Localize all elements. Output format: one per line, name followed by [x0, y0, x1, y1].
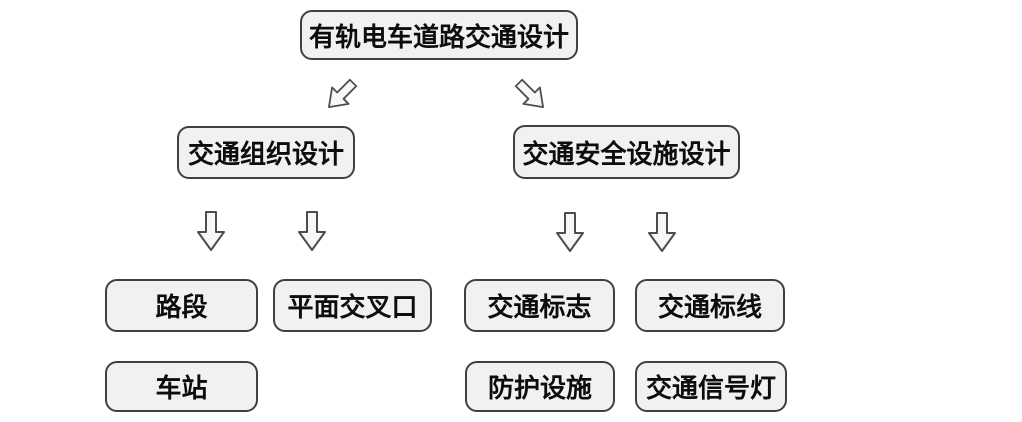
node-road-section: 路段 — [105, 279, 258, 332]
node-road-section-label: 路段 — [155, 292, 208, 322]
node-traffic-signs: 交通标志 — [464, 279, 615, 332]
node-traffic-organization-design: 交通组织设计 — [177, 126, 355, 179]
node-tram-road-traffic-design-label: 有轨电车道路交通设计 — [308, 21, 569, 52]
node-traffic-safety-facility-design-label: 交通安全设施设计 — [522, 138, 731, 169]
node-traffic-signal-lights: 交通信号灯 — [635, 361, 787, 412]
arrow-down-right-icon — [510, 74, 552, 116]
arrow-down-icon — [298, 211, 326, 251]
node-traffic-markings-label: 交通标线 — [657, 292, 762, 322]
node-at-grade-intersection-label: 平面交叉口 — [287, 292, 418, 322]
node-tram-road-traffic-design: 有轨电车道路交通设计 — [300, 10, 578, 60]
arrow-down-left-icon — [320, 74, 362, 116]
node-at-grade-intersection: 平面交叉口 — [273, 279, 432, 332]
node-traffic-markings: 交通标线 — [635, 279, 785, 332]
node-station-label: 车站 — [155, 373, 208, 403]
node-traffic-organization-design-label: 交通组织设计 — [187, 139, 344, 169]
node-station: 车站 — [105, 361, 258, 412]
node-traffic-signal-lights-label: 交通信号灯 — [645, 373, 776, 403]
arrow-down-icon — [556, 212, 584, 252]
node-protective-facilities: 防护设施 — [465, 361, 615, 412]
node-traffic-safety-facility-design: 交通安全设施设计 — [513, 125, 740, 179]
arrow-down-icon — [648, 212, 676, 252]
node-protective-facilities-label: 防护设施 — [487, 373, 592, 403]
node-traffic-signs-label: 交通标志 — [487, 292, 592, 322]
arrow-down-icon — [197, 211, 225, 251]
